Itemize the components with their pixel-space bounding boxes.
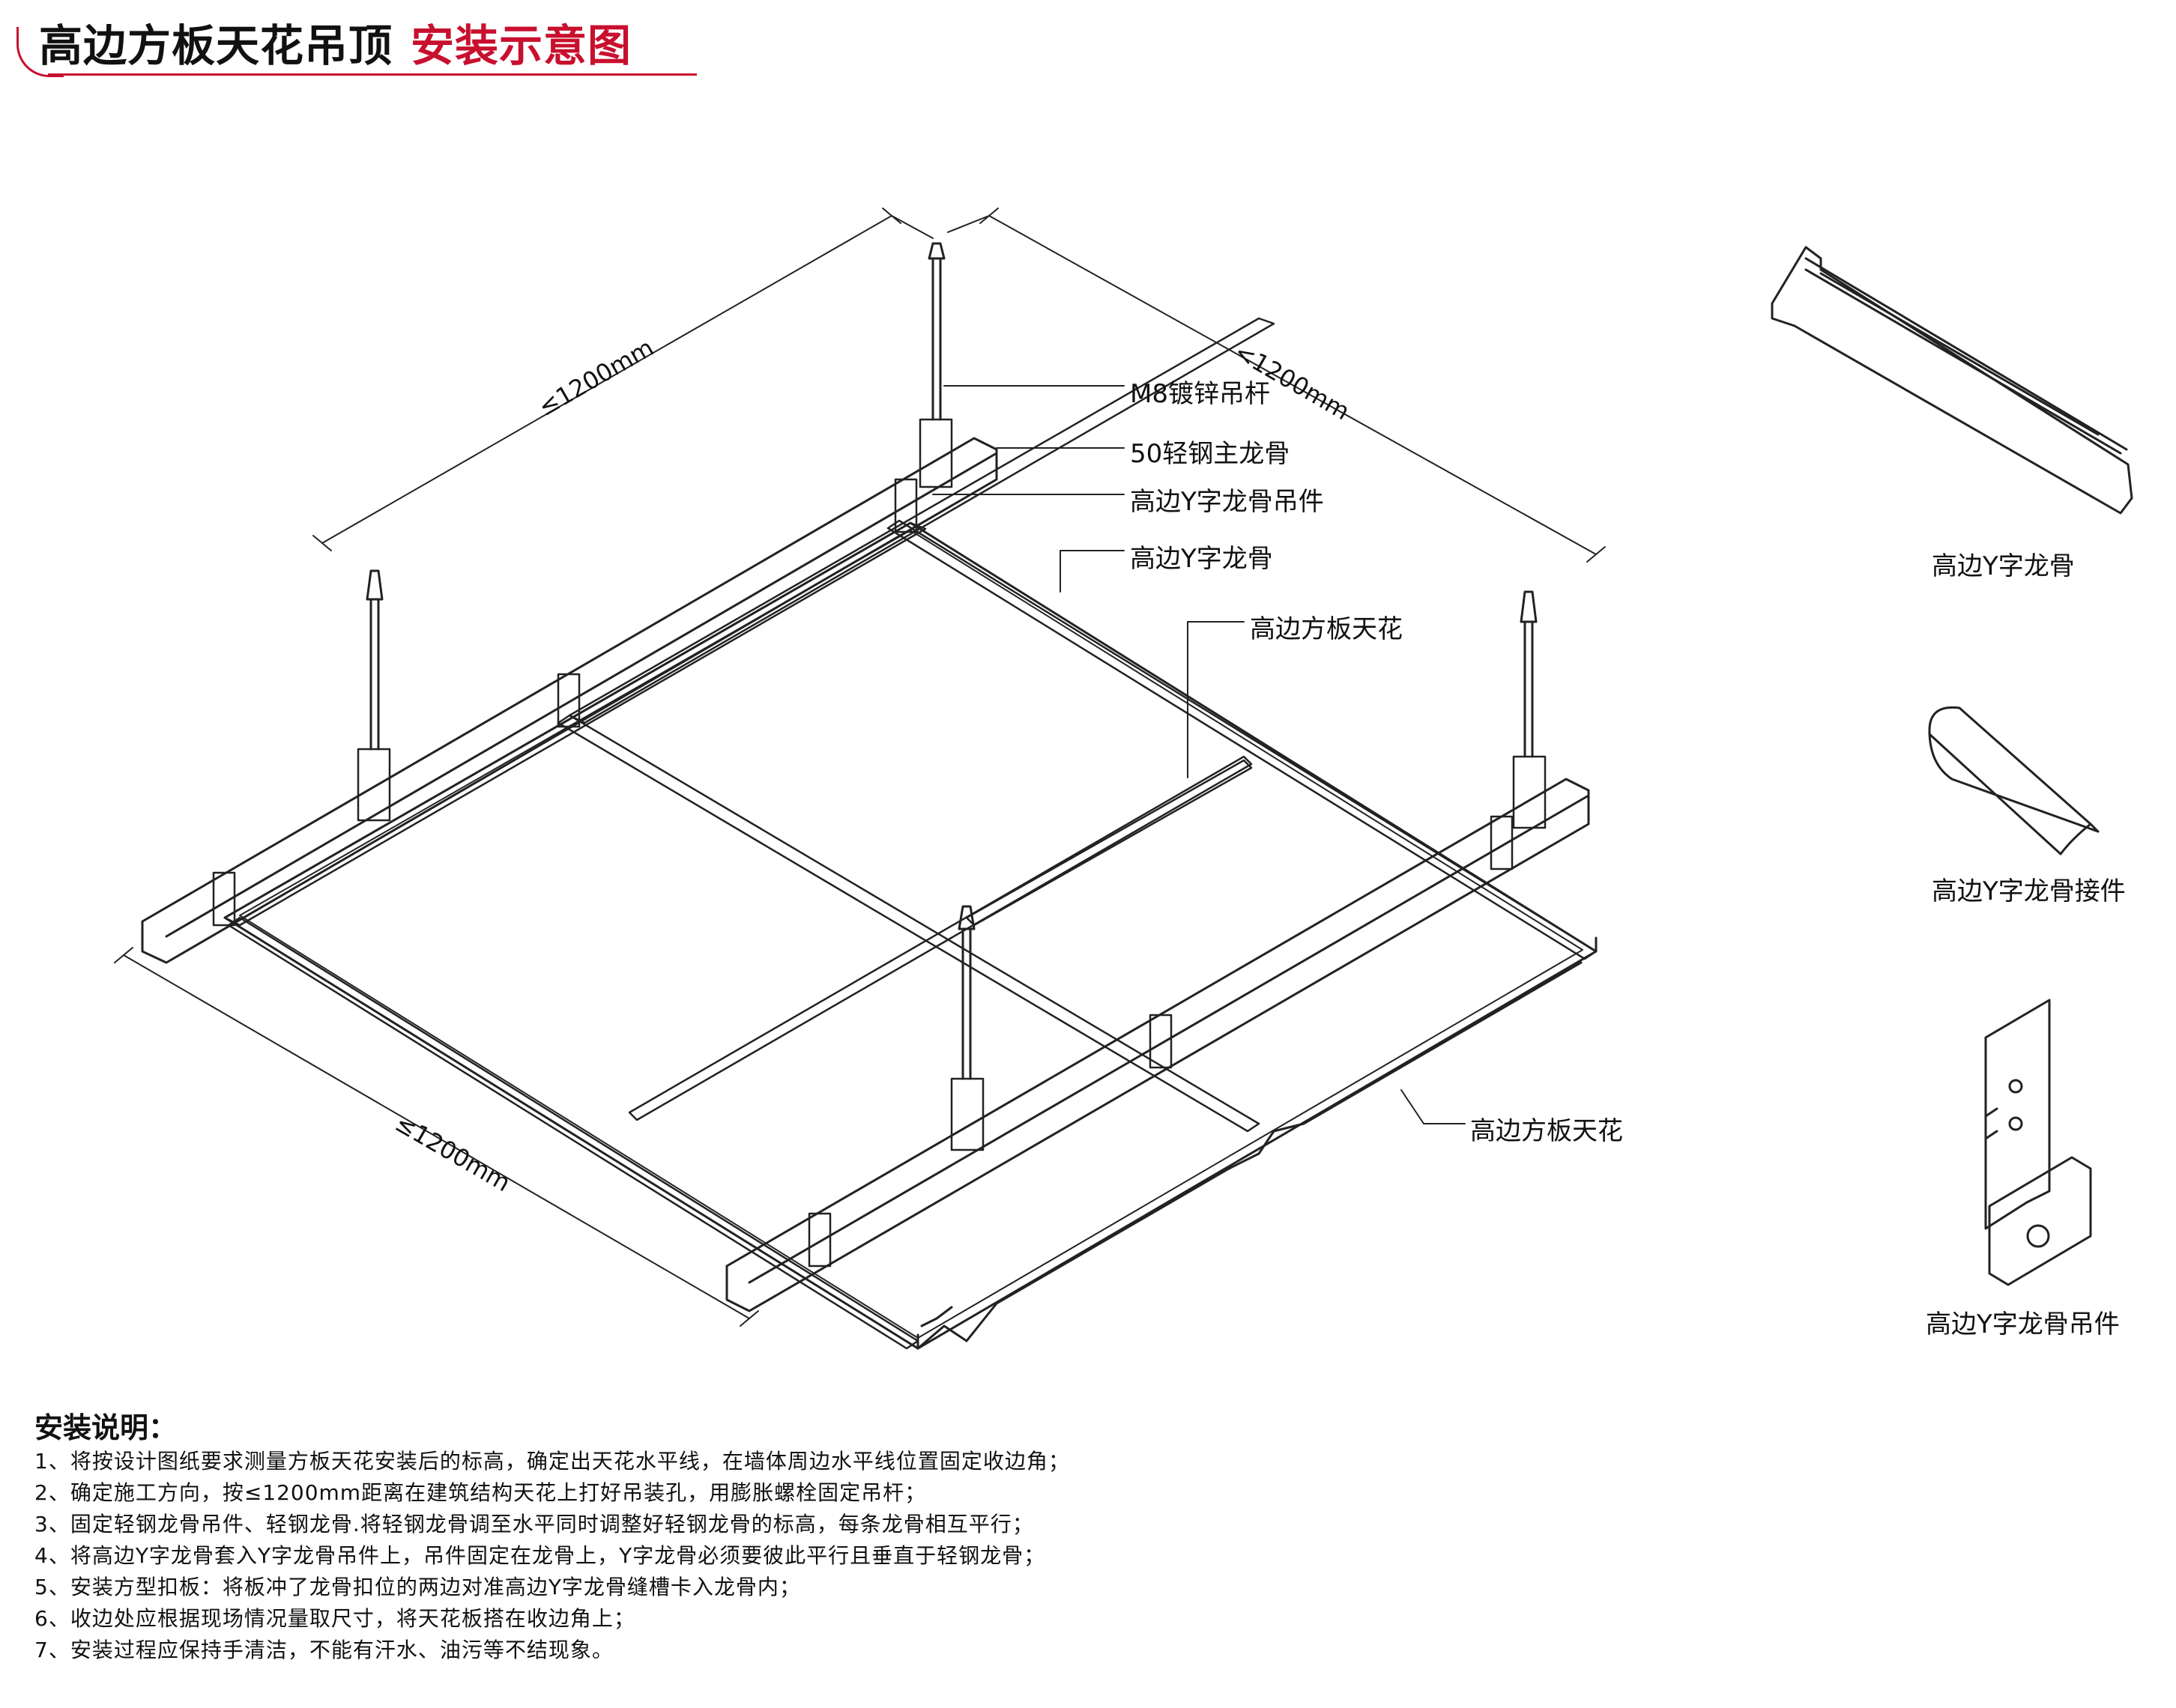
instruction-step: 2、确定施工方向，按≤1200mm距离在建筑结构天花上打好吊装孔，用膨胀螺栓固定… [34,1480,927,1505]
part-y-keel [1771,246,2133,515]
leader-lines [932,385,1466,1124]
label-main-keel: 50轻钢主龙骨 [1130,439,1290,469]
ceiling-frame [223,521,1598,1350]
hanger-clips [212,418,1547,1268]
instruction-step: 4、将高边Y字龙骨套入Y字龙骨吊件上，吊件固定在龙骨上，Y字龙骨必须要彼此平行且… [34,1543,1046,1568]
dimension-lines [114,208,1606,1327]
instructions-title: 安装说明： [34,1411,178,1444]
label-hanger-rod: M8镀锌吊杆 [1130,379,1270,409]
part-hanger [1984,999,2092,1286]
instruction-step: 3、固定轻钢龙骨吊件、轻钢龙骨.将轻钢龙骨调至水平同时调整好轻钢龙骨的标高，每条… [34,1512,1034,1536]
hanger-rods [366,242,1538,1080]
title-main: 高边方板天花吊顶 [39,20,393,71]
header-rule [48,73,697,76]
instruction-step: 1、将按设计图纸要求测量方板天花安装后的标高，确定出天花水平线，在墙体周边水平线… [34,1449,1070,1474]
y-keels [223,317,1598,1350]
main-keels [141,437,1590,1312]
title-accent: 安装示意图 [411,20,632,71]
instructions-list: 1、将按设计图纸要求测量方板天花安装后的标高，确定出天花水平线，在墙体周边水平线… [34,1446,1070,1666]
part-label-y-keel: 高边Y字龙骨 [1932,551,2075,581]
label-y-keel: 高边Y字龙骨 [1130,544,1273,574]
part-connector [1928,706,2100,855]
header: 高边方板天花吊顶 安装示意图 [15,0,697,82]
label-panel-bottom: 高边方板天花 [1470,1116,1623,1146]
label-y-keel-hanger: 高边Y字龙骨吊件 [1130,487,1324,517]
instruction-step: 5、安装方型扣板：将板冲了龙骨扣位的两边对准高边Y字龙骨缝槽卡入龙骨内； [34,1575,801,1599]
part-label-connector: 高边Y字龙骨接件 [1932,876,2126,906]
instruction-step: 6、收边处应根据现场情况量取尺寸，将天花板搭在收边角上； [34,1606,635,1631]
label-panel-top: 高边方板天花 [1250,614,1403,644]
instruction-step: 7、安装过程应保持手清洁，不能有汗水、油污等不结现象。 [34,1638,614,1662]
part-label-hanger: 高边Y字龙骨吊件 [1926,1309,2120,1339]
